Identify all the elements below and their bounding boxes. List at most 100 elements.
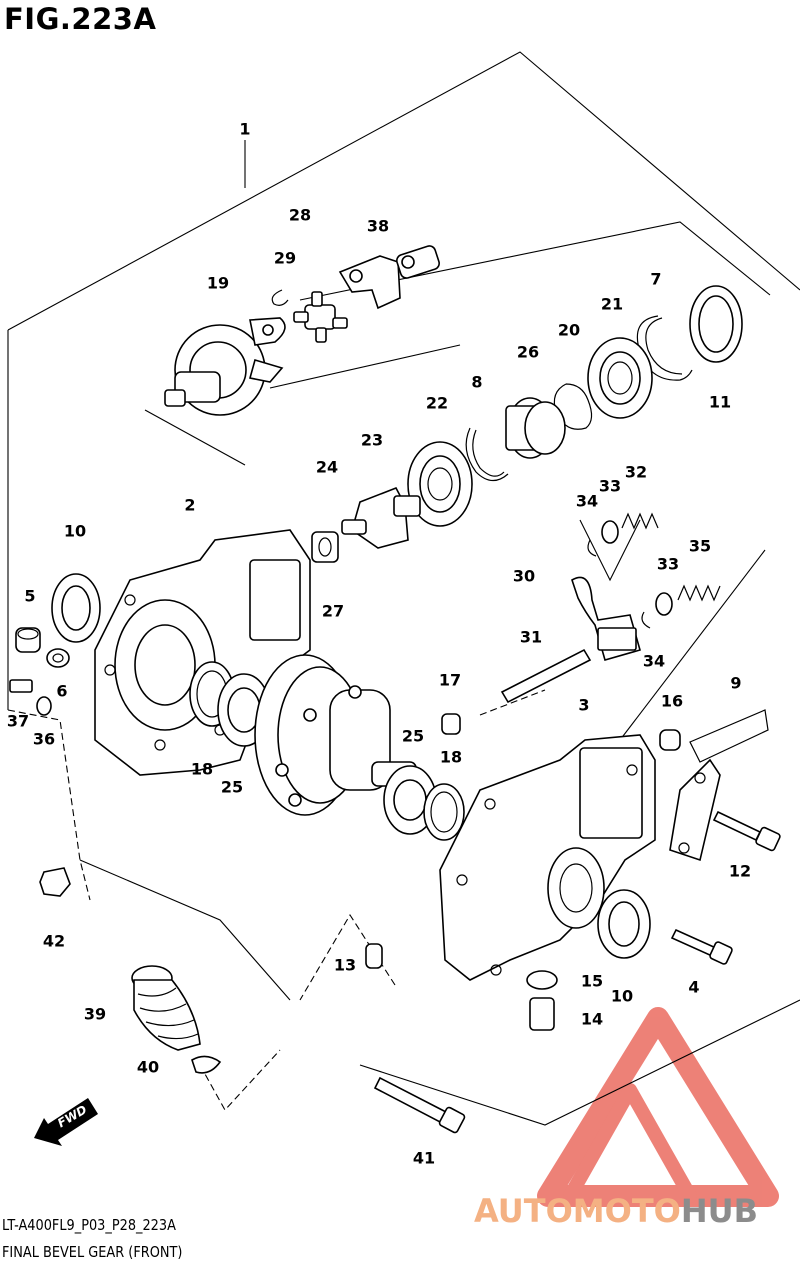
callout-p34a: 34 bbox=[576, 492, 598, 511]
part-21-bearing bbox=[587, 337, 653, 419]
callout-p1: 1 bbox=[239, 120, 250, 139]
callout-p8: 8 bbox=[471, 373, 482, 392]
part-28-universal-joint bbox=[293, 291, 348, 343]
part-13-dowel bbox=[365, 943, 383, 969]
part-6-washer-hole bbox=[52, 653, 64, 663]
callout-labels: 1234567891010111213141516171818192021222… bbox=[7, 120, 751, 1168]
part-36-washer bbox=[36, 696, 52, 716]
callout-p25a: 25 bbox=[221, 778, 243, 797]
part-30-shift-fork bbox=[571, 576, 641, 661]
part-33-washer-upper bbox=[601, 520, 619, 544]
part-24-needle-bearing bbox=[311, 531, 339, 563]
callout-p24: 24 bbox=[316, 458, 338, 477]
callout-p23: 23 bbox=[361, 431, 383, 450]
part-3-final-gear-case bbox=[439, 734, 656, 981]
diagram-caption: FINAL BEVEL GEAR (FRONT) bbox=[2, 1243, 183, 1261]
callout-p29: 29 bbox=[274, 249, 296, 268]
part-18-shim-right bbox=[423, 783, 465, 841]
callout-p7: 7 bbox=[650, 270, 661, 289]
callout-p18b: 18 bbox=[440, 748, 462, 767]
part-34-clip-upper bbox=[587, 539, 597, 557]
callout-p36: 36 bbox=[33, 730, 55, 749]
part-42-nut bbox=[39, 867, 71, 897]
part-11-oil-seal bbox=[689, 285, 743, 363]
part-25-bearing-right bbox=[383, 765, 437, 835]
part-29-circlip bbox=[271, 289, 289, 306]
callout-p33b: 33 bbox=[657, 555, 679, 574]
callout-p27: 27 bbox=[322, 602, 344, 621]
callout-p11: 11 bbox=[709, 393, 731, 412]
callout-p13: 13 bbox=[334, 956, 356, 975]
part-22-bearing bbox=[407, 441, 473, 527]
callout-p19: 19 bbox=[207, 274, 229, 293]
callout-p28: 28 bbox=[289, 206, 311, 225]
callout-p22: 22 bbox=[426, 394, 448, 413]
callout-p4: 4 bbox=[688, 978, 699, 997]
part-14-plug bbox=[529, 997, 555, 1031]
part-32-spring bbox=[621, 512, 659, 530]
callout-p6: 6 bbox=[56, 682, 67, 701]
part-26-needle-bearing bbox=[505, 397, 566, 459]
part-16-pin bbox=[659, 729, 681, 751]
part-41-bolt bbox=[373, 1076, 466, 1134]
part-5-plug bbox=[15, 627, 41, 653]
callout-p39: 39 bbox=[84, 1005, 106, 1024]
callout-p31: 31 bbox=[520, 628, 542, 647]
callout-p14: 14 bbox=[581, 1010, 603, 1029]
callout-p33a: 33 bbox=[599, 477, 621, 496]
callout-p26: 26 bbox=[517, 343, 539, 362]
callout-p10a: 10 bbox=[64, 522, 86, 541]
callout-p9: 9 bbox=[730, 674, 741, 693]
part-33-washer-lower bbox=[655, 592, 673, 616]
part-37-screw bbox=[9, 679, 33, 693]
part-7-circlip bbox=[636, 315, 693, 381]
part-10-oil-seal-right bbox=[597, 889, 651, 959]
part-35-spring bbox=[677, 584, 721, 602]
callout-p18a: 18 bbox=[191, 760, 213, 779]
part-19-input-flange bbox=[164, 317, 286, 416]
watermark-text-part2: HUB bbox=[681, 1192, 758, 1230]
callout-p25b: 25 bbox=[402, 727, 424, 746]
part-12-bolt bbox=[712, 810, 781, 852]
part-34-clip-lower bbox=[641, 611, 651, 629]
callout-p30: 30 bbox=[513, 567, 535, 586]
callout-p15: 15 bbox=[581, 972, 603, 991]
part-40-clamp bbox=[191, 1055, 222, 1074]
part-10-oil-seal-left bbox=[51, 573, 101, 643]
part-39-boot bbox=[131, 965, 201, 1051]
figure-title: FIG.223A bbox=[4, 2, 157, 36]
callout-p38: 38 bbox=[367, 217, 389, 236]
callout-p34b: 34 bbox=[643, 652, 665, 671]
part-6-washer bbox=[46, 648, 70, 668]
watermark-logo bbox=[537, 1007, 779, 1207]
callout-p37: 37 bbox=[7, 712, 29, 731]
callout-p16: 16 bbox=[661, 692, 683, 711]
part-20-circlip bbox=[553, 383, 593, 430]
callout-p17: 17 bbox=[439, 671, 461, 690]
callout-p5: 5 bbox=[24, 587, 35, 606]
part-4-bolt bbox=[670, 928, 733, 965]
callout-p21: 21 bbox=[601, 295, 623, 314]
callout-p40: 40 bbox=[137, 1058, 159, 1077]
callout-p3: 3 bbox=[578, 696, 589, 715]
callout-p12: 12 bbox=[729, 862, 751, 881]
part-38-yoke-shaft bbox=[338, 245, 440, 310]
callout-p10b: 10 bbox=[611, 987, 633, 1006]
part-27-differential bbox=[254, 654, 417, 816]
callout-p42: 42 bbox=[43, 932, 65, 951]
part-31-shift-shaft bbox=[500, 648, 592, 704]
callout-p41: 41 bbox=[413, 1149, 435, 1168]
callout-p2: 2 bbox=[184, 496, 195, 515]
diagram-code: LT-A400FL9_P03_P28_223A bbox=[2, 1216, 176, 1234]
part-9-bracket bbox=[669, 709, 769, 862]
part-17-pin bbox=[441, 713, 461, 735]
callout-p35: 35 bbox=[689, 537, 711, 556]
callout-p32: 32 bbox=[625, 463, 647, 482]
part-23-drive-pinion bbox=[341, 486, 421, 549]
part-15-washer bbox=[526, 970, 558, 990]
watermark-text-part1: AUTOMOTO bbox=[474, 1192, 681, 1230]
watermark-text: AUTOMOTOHUB bbox=[474, 1192, 758, 1230]
part-8-circlip bbox=[465, 427, 509, 482]
callout-p20: 20 bbox=[558, 321, 580, 340]
